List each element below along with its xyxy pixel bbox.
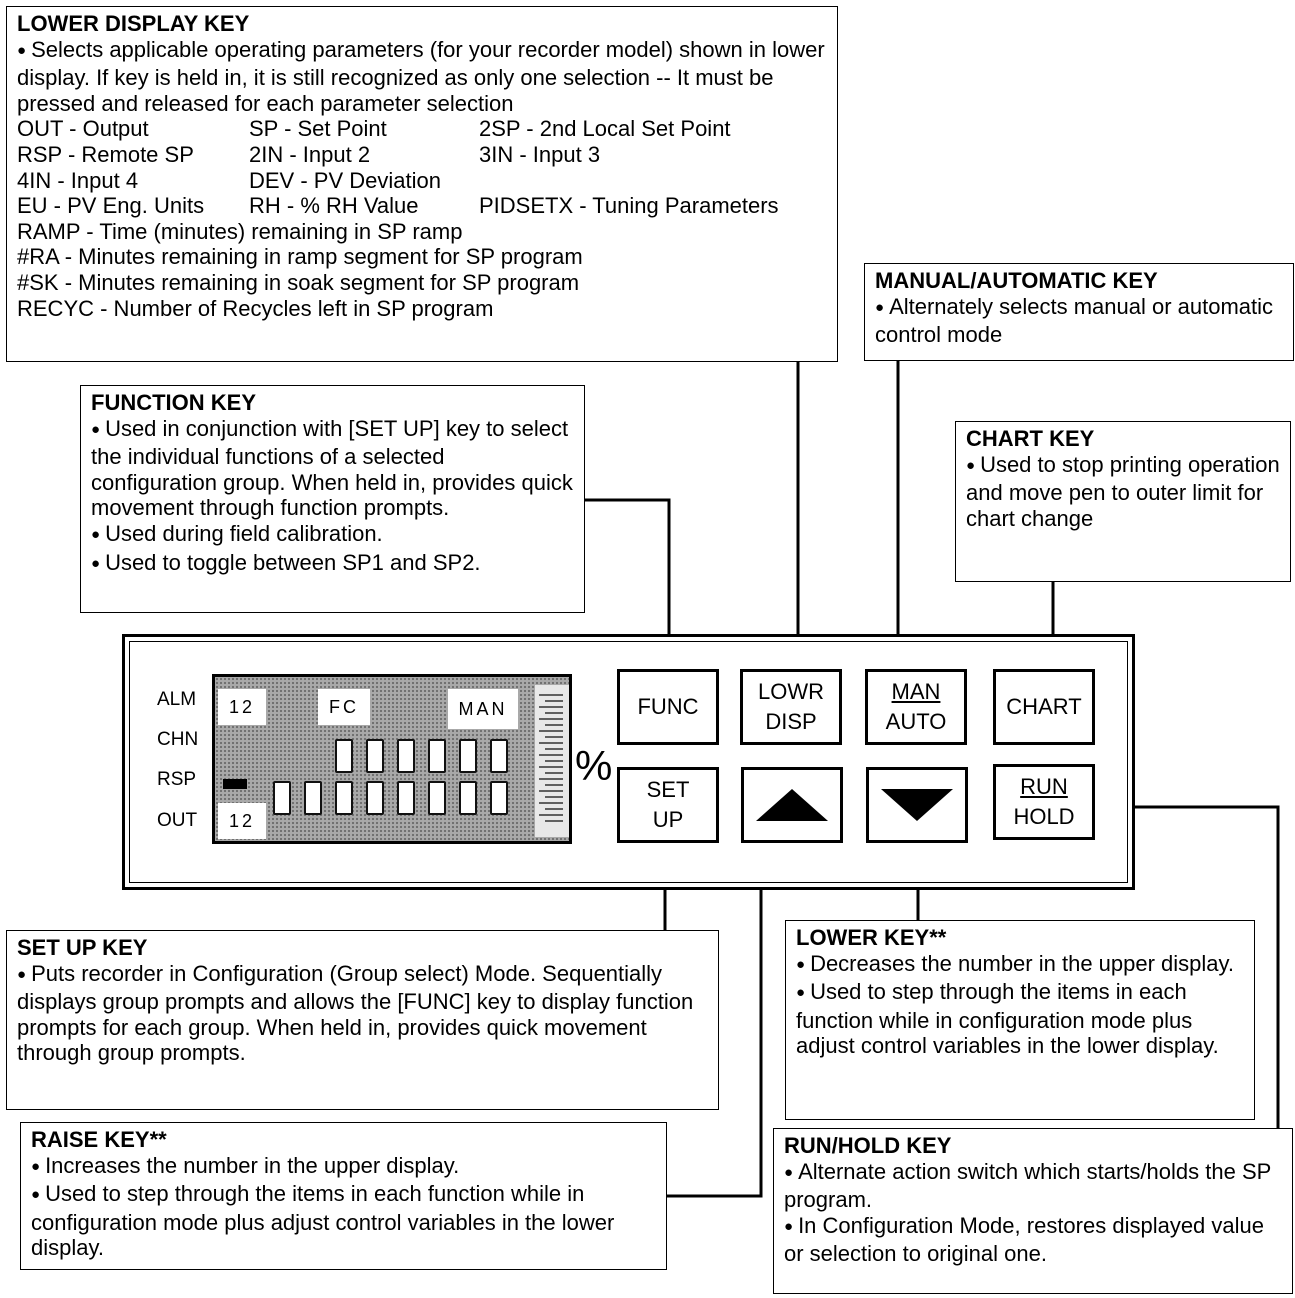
function-key-callout: FUNCTION KEY Used in conjunction with [S… [80, 385, 585, 613]
func-key[interactable]: FUNC [617, 669, 719, 745]
indicator-rsp: RSP [157, 769, 197, 790]
setup-key-title: SET UP KEY [17, 935, 148, 960]
manual-auto-key-callout: MANUAL/AUTOMATIC KEY Alternately selects… [864, 263, 1294, 361]
chart-key-label: CHART [1006, 694, 1082, 719]
raise-key-bullet-1: Increases the number in the upper displa… [31, 1153, 658, 1182]
run-hold-key-label-1: RUN [1020, 774, 1068, 799]
lower-key-bullet-2: Used to step through the items in each f… [796, 979, 1246, 1059]
run-hold-key[interactable]: RUN HOLD [993, 764, 1095, 840]
upper-digit [490, 739, 508, 773]
param-sk: #SK - Minutes remaining in soak segment … [17, 269, 580, 295]
param-4in: 4IN - Input 4 [17, 167, 139, 193]
raise-key-title: RAISE KEY** [31, 1127, 167, 1152]
lower-display-number: 12 [218, 803, 266, 839]
run-hold-key-title: RUN/HOLD KEY [784, 1133, 952, 1158]
indicator-alm: ALM [157, 689, 197, 710]
setup-key[interactable]: SET UP [617, 767, 719, 843]
run-hold-key-callout: RUN/HOLD KEY Alternate action switch whi… [773, 1128, 1293, 1294]
param-ra: #RA - Minutes remaining in ramp segment … [17, 244, 583, 270]
chart-key-description: Used to stop printing operation and move… [966, 452, 1282, 532]
lower-key-title: LOWER KEY** [796, 925, 947, 950]
manual-auto-key-description: Alternately selects manual or automatic … [875, 294, 1285, 348]
setup-key-label-2: UP [652, 807, 684, 832]
upper-display-number: 12 [218, 689, 266, 725]
setup-key-label-1: SET [646, 777, 690, 802]
parameter-list: OUT - Output SP - Set Point 2SP - 2nd Lo… [17, 116, 829, 218]
upper-digit [335, 739, 353, 773]
param-pidsetx: PIDSETX - Tuning Parameters [479, 193, 779, 219]
setup-key-callout: SET UP KEY Puts recorder in Configuratio… [6, 930, 719, 1110]
function-key-title: FUNCTION KEY [91, 390, 256, 415]
function-key-bullet-3: Used to toggle between SP1 and SP2. [91, 550, 576, 579]
func-key-label: FUNC [637, 694, 699, 719]
raise-key-callout: RAISE KEY** Increases the number in the … [20, 1122, 667, 1270]
indicator-chn: CHN [157, 729, 199, 750]
lower-display-key-callout: LOWER DISPLAY KEY Selects applicable ope… [6, 6, 838, 362]
percent-symbol: % [575, 742, 613, 789]
chart-key[interactable]: CHART [993, 669, 1095, 745]
raise-key-bullet-2: Used to step through the items in each f… [31, 1181, 658, 1261]
setup-key-description: Puts recorder in Configuration (Group se… [17, 961, 710, 1066]
chart-key-callout: CHART KEY Used to stop printing operatio… [955, 421, 1291, 582]
indicator-out: OUT [157, 810, 198, 831]
param-3in: 3IN - Input 3 [479, 141, 601, 167]
lower-digit [304, 781, 322, 815]
bargraph [535, 685, 569, 837]
bargraph-ticks [539, 694, 563, 822]
raise-key[interactable] [741, 767, 843, 843]
run-hold-key-label-2: HOLD [1013, 804, 1075, 829]
function-key-bullet-2: Used during field calibration. [91, 521, 576, 550]
lower-digit [273, 781, 291, 815]
arrow-function-key [585, 498, 674, 667]
manual-auto-key-title: MANUAL/AUTOMATIC KEY [875, 268, 1158, 293]
up-arrow-icon [756, 789, 828, 821]
man-auto-key-label-1: MAN [891, 679, 941, 704]
param-empty [479, 168, 829, 194]
lower-digit [366, 781, 384, 815]
lcd-display: 12 FC MAN 12 [212, 674, 572, 844]
lower-key-callout: LOWER KEY** Decreases the number in the … [785, 920, 1255, 1120]
lowr-disp-key-label-2: DISP [765, 709, 817, 734]
param-eu: EU - PV Eng. Units [17, 193, 205, 219]
param-dev: DEV - PV Deviation [249, 167, 441, 193]
man-auto-key[interactable]: MAN AUTO [865, 669, 967, 745]
function-key-bullet-1: Used in conjunction with [SET UP] key to… [91, 416, 576, 521]
rsp-marker [223, 779, 247, 789]
upper-digit [397, 739, 415, 773]
lower-digit [397, 781, 415, 815]
arrow-raise-key [667, 849, 766, 1198]
lower-digit [428, 781, 446, 815]
upper-digit [366, 739, 384, 773]
param-sp: SP - Set Point [249, 116, 387, 142]
run-hold-key-bullet-2: In Configuration Mode, restores displaye… [784, 1213, 1284, 1267]
lower-key-bullet-1: Decreases the number in the upper displa… [796, 951, 1246, 980]
chart-key-title: CHART KEY [966, 426, 1095, 451]
lower-display-key-title: LOWER DISPLAY KEY [17, 11, 250, 36]
lower-display-key-description: Selects applicable operating parameters … [17, 37, 829, 117]
param-ramp: RAMP - Time (minutes) remaining in SP ra… [17, 218, 463, 244]
upper-digit [428, 739, 446, 773]
lower-digit [490, 781, 508, 815]
lowr-disp-key-label-1: LOWR [758, 679, 824, 704]
param-rsp: RSP - Remote SP [17, 141, 194, 167]
man-auto-key-label-2: AUTO [885, 709, 947, 734]
param-rh: RH - % RH Value [249, 193, 419, 219]
param-2sp: 2SP - 2nd Local Set Point [479, 116, 731, 142]
lower-digit [335, 781, 353, 815]
man-indicator: MAN [448, 689, 518, 729]
param-out: OUT - Output [17, 116, 149, 142]
upper-digit [459, 739, 477, 773]
lower-digit [459, 781, 477, 815]
param-2in: 2IN - Input 2 [249, 141, 371, 167]
arrow-run-hold-key [1099, 802, 1280, 1128]
down-arrow-icon [881, 789, 953, 821]
run-hold-key-bullet-1: Alternate action switch which starts/hol… [784, 1159, 1284, 1213]
param-recyc: RECYC - Number of Recycles left in SP pr… [17, 295, 494, 321]
lower-key[interactable] [866, 767, 968, 843]
fc-indicator: FC [318, 689, 370, 725]
lowr-disp-key[interactable]: LOWR DISP [740, 669, 842, 745]
